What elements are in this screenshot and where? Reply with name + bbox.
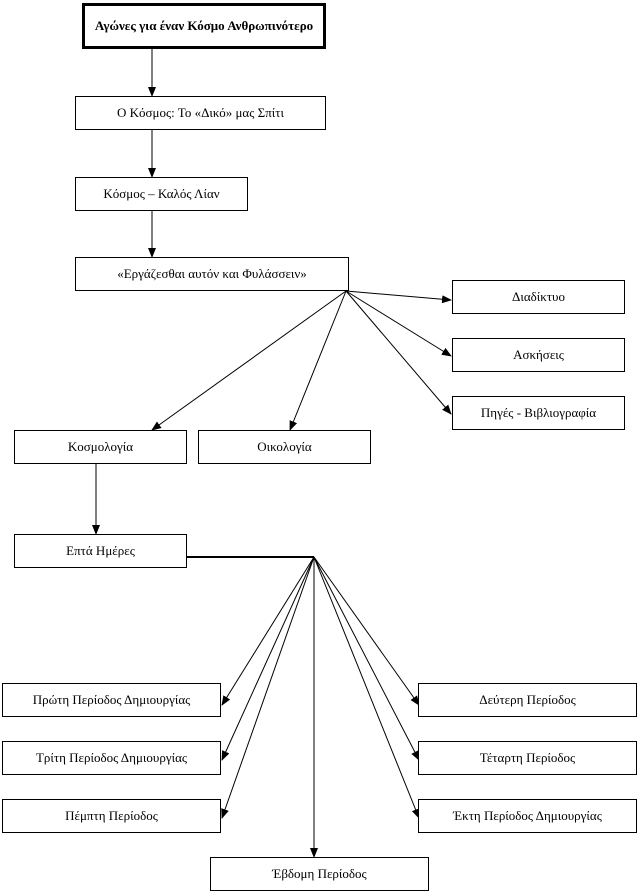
connector-epta-p5	[221, 556, 315, 819]
node-p2-label: Δεύτερη Περίοδος	[479, 692, 576, 707]
node-p1: Πρώτη Περίοδος Δημιουργίας	[2, 683, 221, 717]
node-p7-label: Έβδομη Περίοδος	[272, 866, 367, 881]
connector-epta-p6	[313, 556, 420, 819]
connector-epta-p1	[221, 556, 315, 706]
node-p5: Πέμπτη Περίοδος	[2, 799, 221, 833]
connector-epta-p2	[313, 556, 420, 706]
node-home-label: Ο Κόσμος: Το «Δικό» μας Σπίτι	[117, 105, 284, 120]
node-kosmologia: Κοσμολογία	[14, 430, 187, 464]
node-epta: Επτά Ημέρες	[14, 534, 187, 568]
node-p3: Τρίτη Περίοδος Δημιουργίας	[2, 741, 221, 775]
node-root-label: Αγώνες για έναν Κόσμο Ανθρωπινότερο	[94, 18, 314, 33]
node-oikologia: Οικολογία	[198, 430, 371, 464]
node-diadiktyo-label: Διαδίκτυο	[511, 289, 565, 304]
node-kalos-label: Κόσμος – Καλός Λίαν	[103, 186, 220, 201]
node-askiseis-label: Ασκήσεις	[513, 347, 564, 362]
node-ergazesthai-label: «Εργάζεσθαι αυτόν και Φυλάσσειν»	[117, 266, 307, 281]
connector-ergazesthai-oikologia	[289, 290, 347, 431]
node-p7: Έβδομη Περίοδος	[210, 857, 429, 891]
node-epta-label: Επτά Ημέρες	[66, 543, 135, 558]
node-p3-label: Τρίτη Περίοδος Δημιουργίας	[35, 750, 188, 765]
node-p4-label: Τέταρτη Περίοδος	[479, 750, 576, 765]
node-askiseis: Ασκήσεις	[452, 338, 625, 372]
node-p2: Δεύτερη Περίοδος	[418, 683, 637, 717]
node-home: Ο Κόσμος: Το «Δικό» μας Σπίτι	[75, 96, 326, 130]
connector-epta-p3	[221, 556, 315, 761]
connector-epta-p4	[313, 556, 420, 761]
node-p5-label: Πέμπτη Περίοδος	[65, 808, 158, 823]
connector-ergazesthai-diadiktyo	[345, 290, 452, 304]
node-kalos: Κόσμος – Καλός Λίαν	[75, 177, 248, 211]
node-kosmologia-label: Κοσμολογία	[67, 439, 134, 454]
node-piges: Πηγές - Βιβλιογραφία	[452, 396, 625, 430]
node-p1-label: Πρώτη Περίοδος Δημιουργίας	[32, 692, 191, 707]
connector-ergazesthai-askiseis	[345, 290, 452, 357]
node-p4: Τέταρτη Περίοδος	[418, 741, 637, 775]
node-piges-label: Πηγές - Βιβλιογραφία	[480, 405, 597, 420]
node-diadiktyo: Διαδίκτυο	[452, 280, 625, 314]
node-p6-label: Έκτη Περίοδος Δημιουργίας	[453, 808, 602, 823]
node-oikologia-label: Οικολογία	[257, 439, 312, 454]
connector-ergazesthai-kosmologia	[151, 290, 347, 431]
node-root: Αγώνες για έναν Κόσμο Ανθρωπινότερο	[82, 3, 326, 49]
connector-ergazesthai-piges	[345, 290, 452, 415]
node-ergazesthai: «Εργάζεσθαι αυτόν και Φυλάσσειν»	[75, 257, 349, 291]
node-p6: Έκτη Περίοδος Δημιουργίας	[418, 799, 637, 833]
